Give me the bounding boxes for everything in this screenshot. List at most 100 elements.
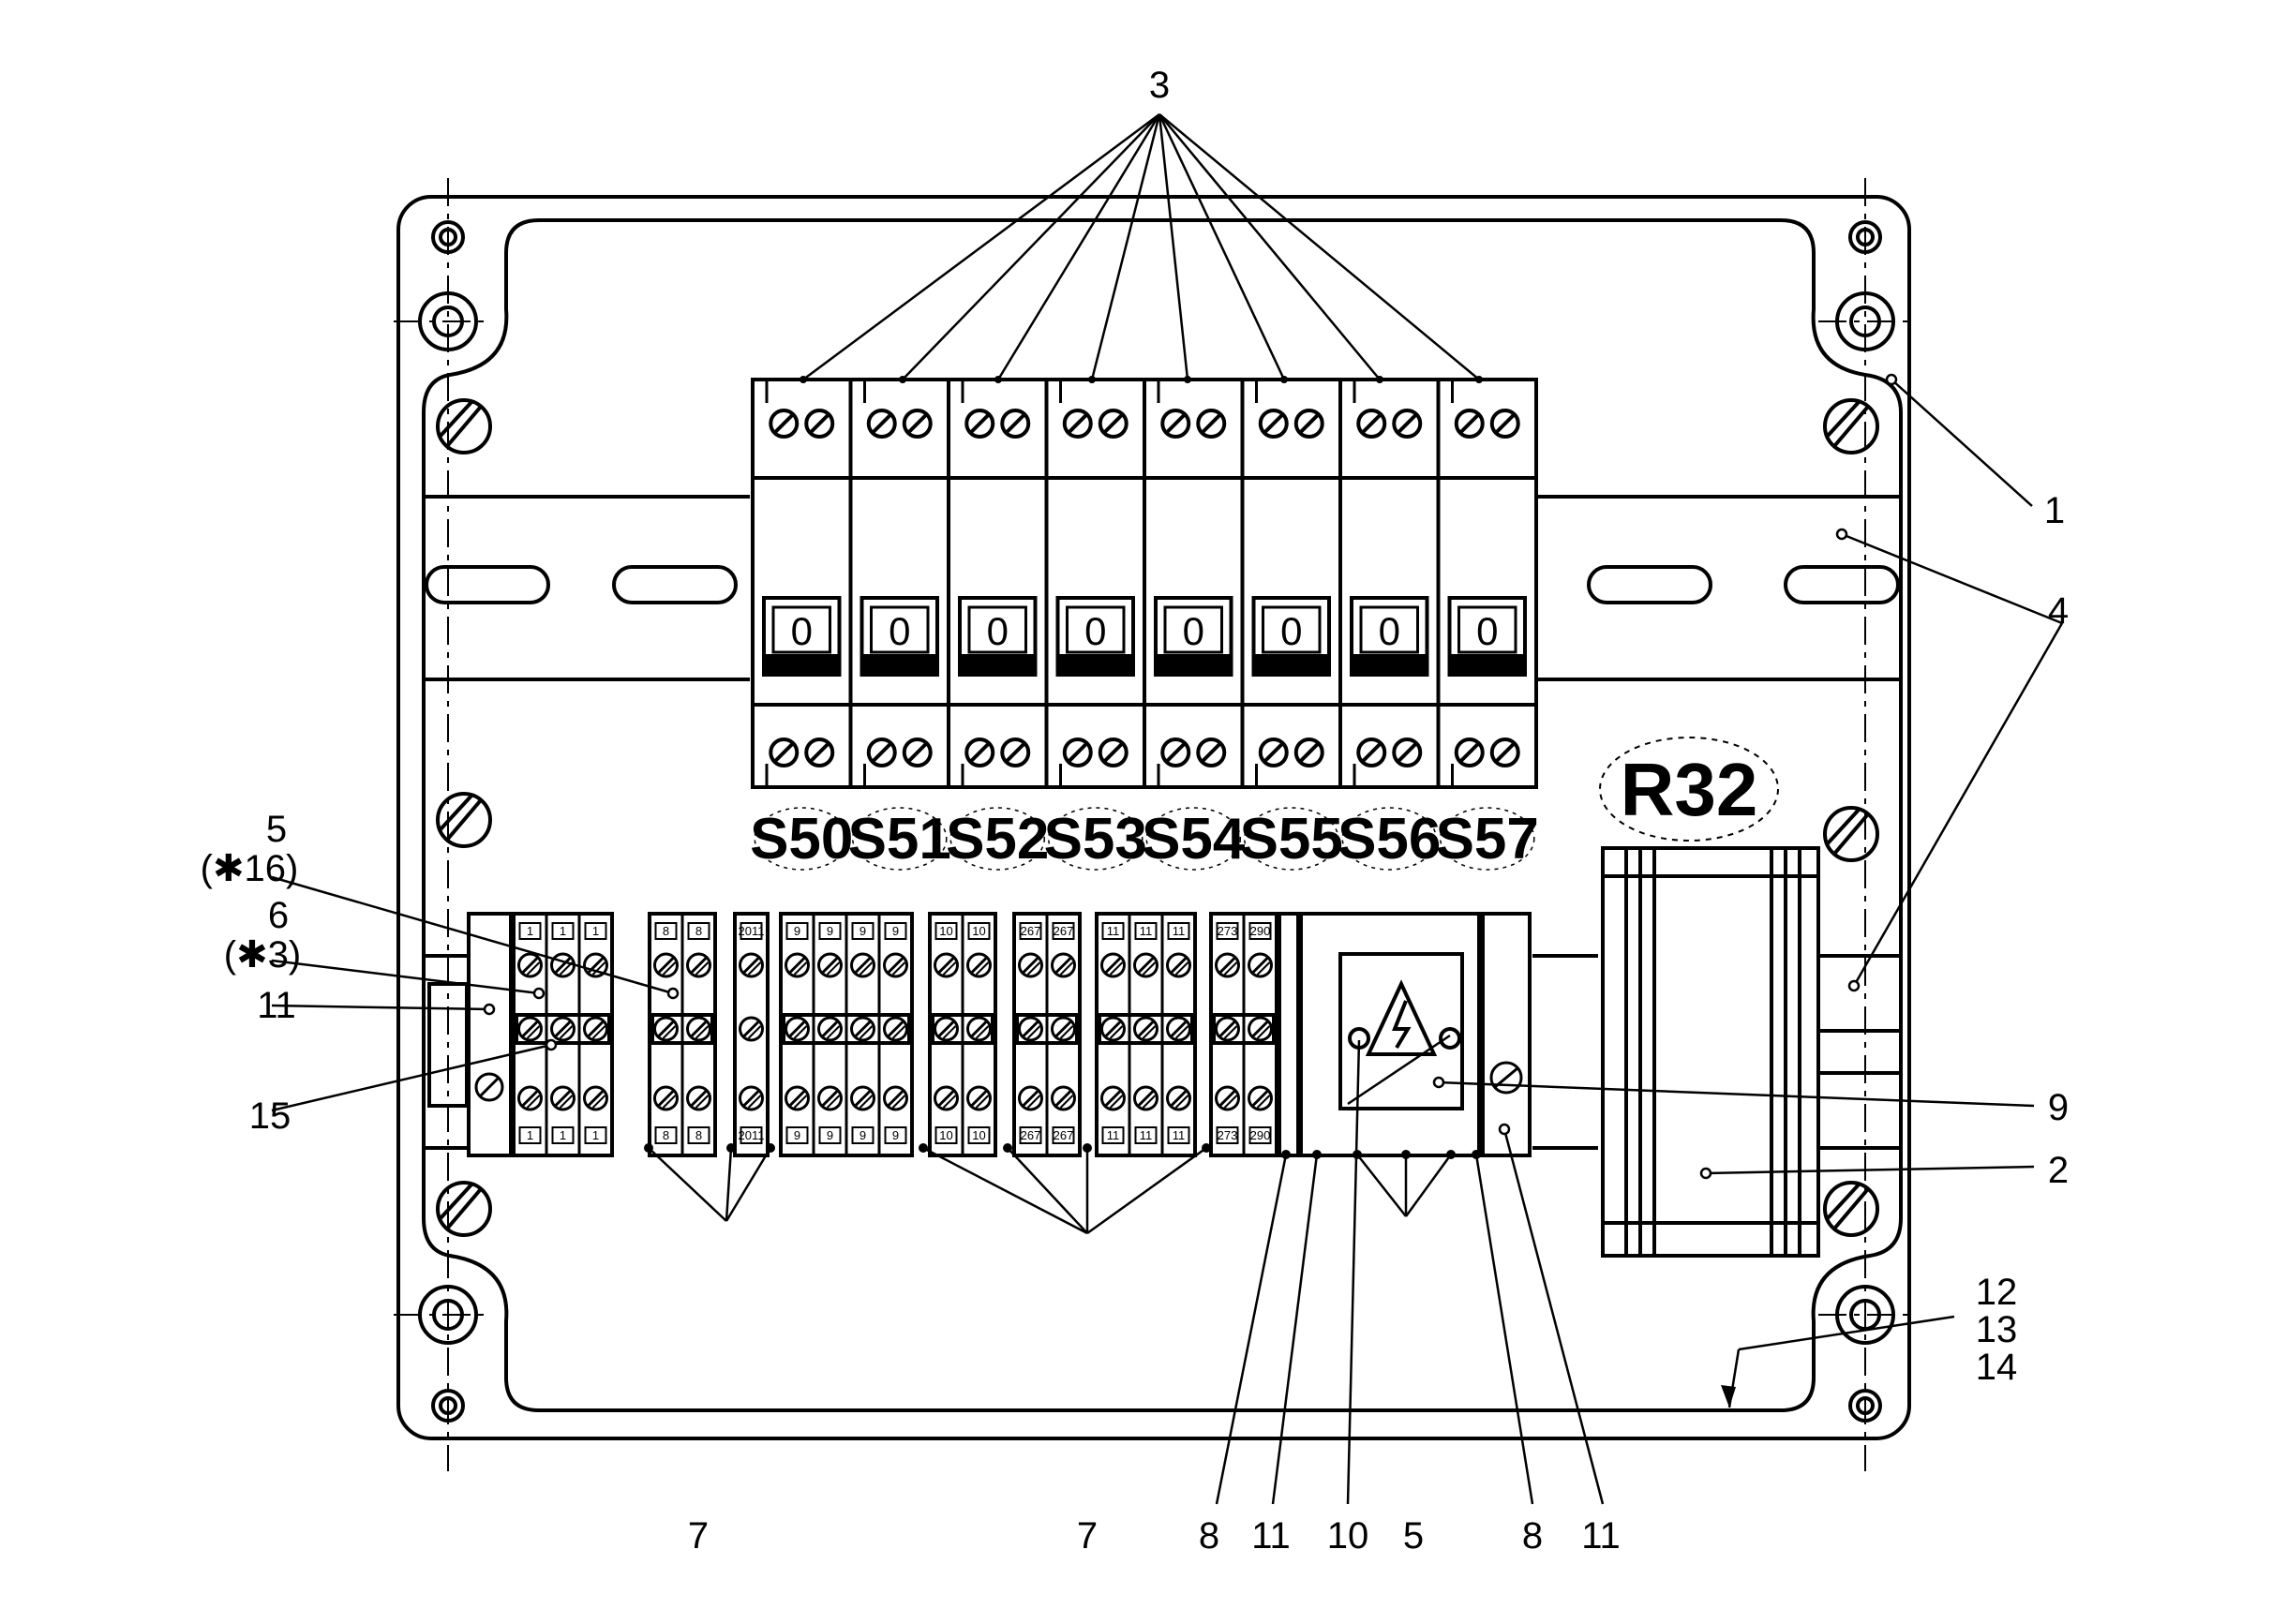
terminal-number-top: 1: [527, 924, 533, 938]
terminal[interactable]: 99: [785, 922, 810, 1144]
callout-3: 3: [1149, 65, 1170, 106]
callout-2: 2: [2048, 1150, 2069, 1191]
terminal-number-bottom: 8: [663, 1128, 669, 1142]
callout-labels: 3 1 4 5 (✱16) 6 (✱3) 11 15 9 2 12 13 14 …: [201, 65, 2069, 1557]
callout-13: 13: [1976, 1309, 2018, 1350]
terminal-number-bottom: 267: [1054, 1128, 1074, 1142]
terminal[interactable]: 99: [877, 914, 908, 1155]
breaker-switch-state: 0: [1476, 609, 1498, 653]
terminal[interactable]: 11 11: [1160, 914, 1191, 1155]
terminal-number-bottom: 11: [1173, 1128, 1186, 1142]
terminal-number-top: 8: [695, 924, 702, 938]
terminal-number-top: 267: [1021, 924, 1041, 938]
leader-lines: [271, 112, 2064, 1505]
terminal[interactable]: 10 10: [934, 922, 959, 1144]
terminal-number-bottom: 10: [972, 1128, 985, 1142]
separator-plate: [1278, 912, 1300, 1157]
terminal-number-top: 11: [1140, 924, 1153, 938]
callout-4: 4: [2048, 590, 2069, 632]
callout-14: 14: [1976, 1347, 2018, 1388]
terminal-number-bottom: 1: [527, 1128, 533, 1142]
terminal-number-top: 273: [1218, 924, 1238, 938]
terminal-number-bottom: 1: [560, 1128, 566, 1142]
callout-7-left: 7: [688, 1515, 709, 1557]
terminal-number-bottom: 11: [1107, 1128, 1120, 1142]
breaker-label: S54: [1142, 807, 1246, 872]
terminal[interactable]: 267 267: [1018, 922, 1043, 1144]
terminal-number-top: 11: [1173, 924, 1186, 938]
breaker-switch-state: 0: [1280, 609, 1302, 653]
terminal-number-top: 267: [1054, 924, 1074, 938]
callout-15: 15: [249, 1095, 291, 1137]
callout-5-top: 5: [266, 809, 287, 850]
terminal-number-top: 8: [663, 924, 669, 938]
terminal[interactable]: 11: [577, 914, 608, 1155]
terminal-number-bottom: 9: [827, 1128, 833, 1142]
terminal[interactable]: 11: [517, 922, 543, 1144]
upper-din-rail: [424, 495, 1901, 681]
breaker-switch-state: 0: [1183, 609, 1204, 653]
callout-12: 12: [1976, 1272, 2018, 1313]
terminal[interactable]: 88: [653, 922, 679, 1144]
screws: [436, 398, 1879, 1237]
terminal[interactable]: 99: [812, 914, 843, 1155]
mounting-holes: [418, 220, 1895, 1423]
breaker-label: S51: [848, 807, 951, 872]
resistor-r32: R32: [1599, 737, 1820, 1258]
breaker-switch-state: 0: [1084, 609, 1106, 653]
terminal-number-top: 10: [939, 924, 952, 938]
callout-5-top-sub: (✱16): [201, 848, 299, 889]
breaker-label: S52: [946, 807, 1049, 872]
terminal-number-top: 9: [859, 924, 866, 938]
terminal-number-top: 1: [560, 924, 566, 938]
callout-9: 9: [2048, 1087, 2069, 1128]
terminal-number-top: 9: [892, 924, 899, 938]
callout-10: 10: [1327, 1515, 1369, 1557]
terminal-number-top: 2011: [739, 924, 765, 938]
breaker-switch-state: 0: [889, 609, 910, 653]
terminal[interactable]: 88: [680, 914, 711, 1155]
terminal-number-bottom: 10: [939, 1128, 952, 1142]
callout-8-left: 8: [1199, 1515, 1219, 1557]
terminal[interactable]: 99: [845, 914, 875, 1155]
terminal[interactable]: 267 267: [1045, 914, 1076, 1155]
arrow-head: [1721, 1385, 1736, 1408]
terminal-number-top: 9: [827, 924, 833, 938]
callout-7-right: 7: [1077, 1515, 1098, 1557]
terminal-strip: 1111118888201120119999999910101010267267…: [467, 912, 1467, 1157]
terminal-number-top: 290: [1250, 924, 1271, 938]
callout-11-left: 11: [257, 985, 296, 1026]
terminal-number-bottom: 273: [1218, 1128, 1238, 1142]
terminal[interactable]: 273 273: [1215, 922, 1240, 1144]
terminal-number-top: 9: [794, 924, 800, 938]
callout-8-right: 8: [1522, 1515, 1543, 1557]
callout-1: 1: [2044, 490, 2065, 531]
end-cap: [467, 912, 513, 1157]
callout-6-sub: (✱3): [224, 934, 301, 976]
breaker-label: S55: [1240, 807, 1343, 872]
breaker-switch-state: 0: [791, 609, 813, 653]
callout-5-bottom: 5: [1403, 1515, 1424, 1557]
terminal-number-bottom: 267: [1021, 1128, 1041, 1142]
terminal-number-bottom: 8: [695, 1128, 702, 1142]
breaker-switch-state: 0: [987, 609, 1009, 653]
